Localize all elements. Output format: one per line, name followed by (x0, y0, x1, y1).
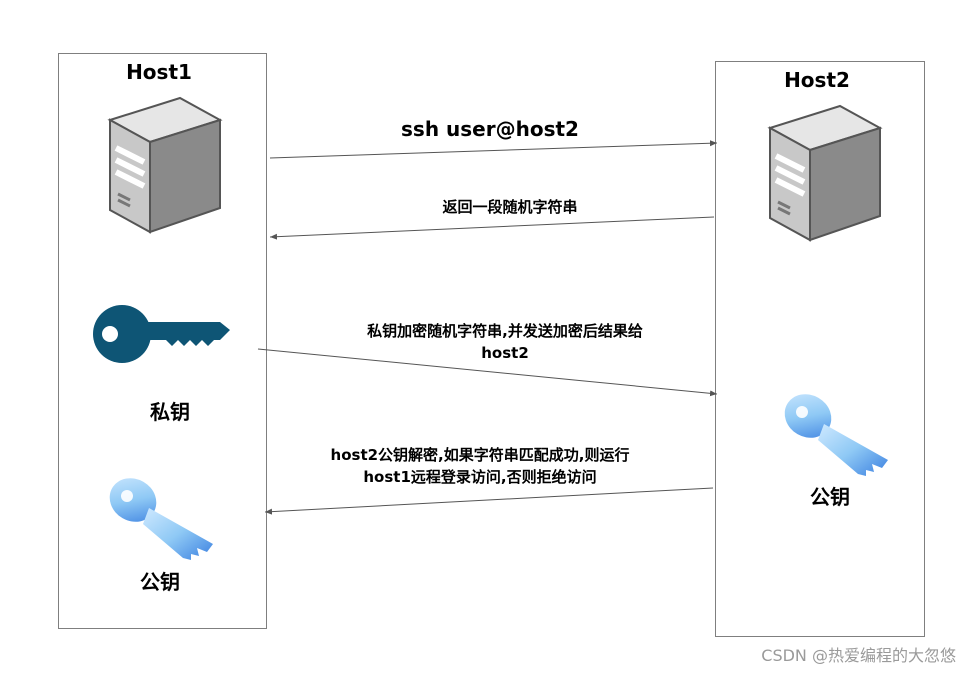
message-encrypt-send-line2: host2 (481, 344, 529, 362)
message-decrypt-verify-line1: host2公钥解密,如果字符串匹配成功,则运行 (330, 446, 630, 464)
message-ssh-command: ssh user@host2 (401, 117, 579, 141)
private-key-icon (93, 305, 230, 363)
private-key-label: 私钥 (150, 400, 190, 424)
watermark: CSDN @热爱编程的大忽悠 (761, 646, 956, 665)
public-key-icon (109, 478, 213, 560)
public-key-label-host1: 公钥 (140, 570, 180, 594)
server-icon (107, 96, 223, 234)
arrow-ssh-request (269, 140, 718, 159)
arrow-random-string (269, 216, 715, 240)
public-key-label-host2: 公钥 (810, 485, 850, 509)
public-key-icon (784, 394, 888, 476)
host1-title: Host1 (126, 60, 192, 84)
host2-title: Host2 (784, 68, 850, 92)
message-decrypt-verify: host2公钥解密,如果字符串匹配成功,则运行 host1远程登录访问,否则拒绝… (270, 444, 690, 488)
message-decrypt-verify-line2: host1远程登录访问,否则拒绝访问 (363, 468, 597, 486)
server-icon (767, 104, 883, 242)
message-encrypt-send-line1: 私钥加密随机字符串,并发送加密后结果给 (367, 322, 643, 340)
message-encrypt-send: 私钥加密随机字符串,并发送加密后结果给 host2 (310, 320, 700, 364)
arrow-encrypted-result (257, 348, 718, 397)
arrow-verify-result (264, 487, 714, 515)
message-return-random: 返回一段随机字符串 (442, 198, 578, 216)
